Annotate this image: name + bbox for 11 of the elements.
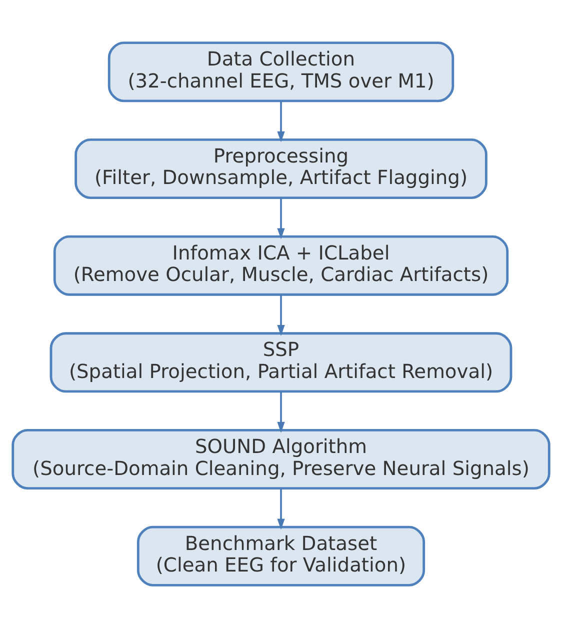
node-box: Infomax ICA + ICLabel (Remove Ocular, Muscle, Cardiac Artifacts): [53, 235, 509, 296]
node-box: Data Collection (32-channel EEG, TMS over M1): [108, 42, 454, 102]
node-box: SSP (Spatial Projection, Partial Artifact Removal): [50, 332, 512, 393]
node-box: Benchmark Dataset (Clean EEG for Validation): [136, 526, 426, 586]
arrow: [277, 295, 285, 336]
arrow: [277, 198, 285, 240]
arrow: [277, 488, 285, 530]
arrow: [277, 101, 285, 142]
node-box: Preprocessing (Filter, Downsample, Artifact Flagging): [74, 138, 488, 199]
node-box: SOUND Algorithm (Source-Domain Cleaning, Preserve Neural Signals): [12, 429, 550, 490]
arrow: [277, 392, 285, 433]
